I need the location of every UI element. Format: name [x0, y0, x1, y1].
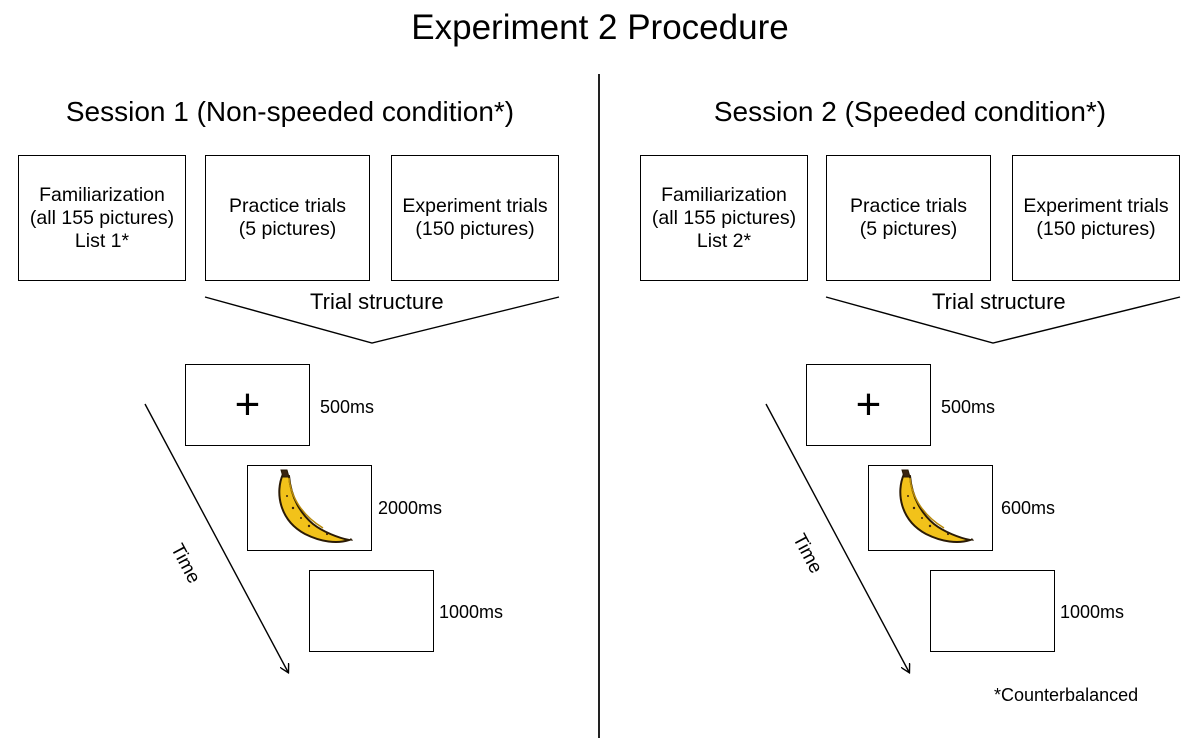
box-line: (150 pictures) [1036, 218, 1156, 240]
box-line: Experiment trials [1023, 195, 1169, 217]
session-1-fixation-screen: + [185, 364, 310, 446]
box-line: (5 pictures) [238, 218, 337, 240]
box-line: (all 155 pictures) [651, 206, 797, 229]
session-1-time-arrow [144, 403, 288, 672]
box-line: (150 pictures) [415, 218, 535, 240]
session-2-trial-funnel [825, 296, 1181, 344]
box-line: Practice trials [228, 195, 347, 217]
session-2-fixation-screen: + [806, 364, 931, 446]
session-2-stimulus-screen [868, 465, 993, 551]
banana-icon [898, 469, 974, 543]
box-line: List 2* [696, 229, 752, 252]
session-2-fixation-duration: 500ms [941, 397, 996, 417]
fixation-cross-icon: + [234, 380, 261, 429]
banana-icon [277, 469, 353, 543]
session-1-trial-funnel [204, 296, 560, 344]
session-2-familiarization-box: Familiarization (all 155 pictures) List … [640, 155, 808, 281]
session-1-fixation-duration: 500ms [320, 397, 375, 417]
fixation-cross-icon: + [855, 380, 882, 429]
session-1-blank-screen [309, 570, 434, 652]
session-1-stimulus-duration: 2000ms [378, 498, 443, 518]
box-line: Practice trials [849, 195, 968, 217]
box-line: Familiarization [661, 183, 787, 206]
box-line: (all 155 pictures) [29, 206, 175, 229]
figure-title: Experiment 2 Procedure [411, 8, 789, 47]
session-2-title: Session 2 (Speeded condition*) [713, 96, 1107, 127]
session-1-familiarization-box: Familiarization (all 155 pictures) List … [18, 155, 186, 281]
box-line: Experiment trials [402, 195, 548, 217]
box-line: List 1* [74, 229, 130, 252]
box-line: (5 pictures) [859, 218, 958, 240]
box-line: Familiarization [39, 183, 165, 206]
session-divider [598, 74, 600, 738]
session-2-experiment-box: Experiment trials (150 pictures) [1012, 155, 1180, 281]
session-1-title: Session 1 (Non-speeded condition*) [65, 96, 515, 127]
session-2-blank-duration: 1000ms [1060, 602, 1125, 622]
session-1-practice-box: Practice trials (5 pictures) [205, 155, 370, 281]
session-1-stimulus-screen [247, 465, 372, 551]
session-2-blank-screen [930, 570, 1055, 652]
footnote: *Counterbalanced [994, 685, 1139, 705]
session-2-trial-structure-label: Trial structure [932, 289, 1066, 314]
session-2-stimulus-duration: 600ms [1001, 498, 1056, 518]
session-2-practice-box: Practice trials (5 pictures) [826, 155, 991, 281]
session-1-experiment-box: Experiment trials (150 pictures) [391, 155, 559, 281]
session-2-time-arrow [765, 403, 909, 672]
session-1-trial-structure-label: Trial structure [310, 289, 444, 314]
session-1-blank-duration: 1000ms [439, 602, 504, 622]
